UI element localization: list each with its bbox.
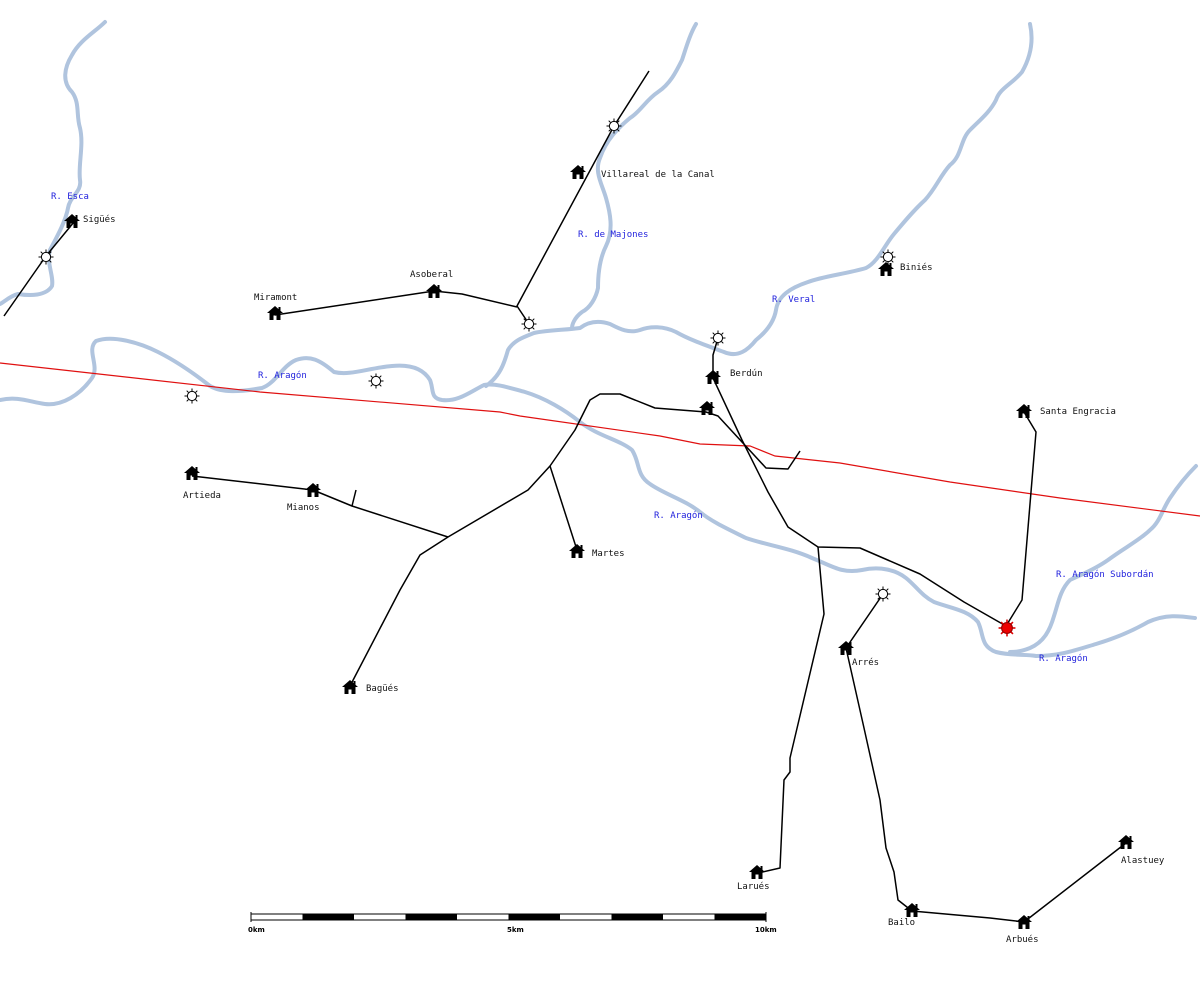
place-label-larues[interactable]: Larués [737, 881, 770, 892]
road-santa-engracia [1005, 411, 1037, 627]
place-label-artieda[interactable]: Artieda [183, 491, 221, 501]
place-label-sigues[interactable]: Sigüés [83, 214, 116, 225]
rivers-layer [0, 20, 1198, 658]
river-label-veral: R. Veral [772, 295, 815, 305]
sun-icon[interactable] [38, 249, 54, 265]
road-bailo-arbues-alastuey [911, 842, 1127, 923]
place-label-mianos[interactable]: Mianos [287, 503, 320, 513]
road-sigues [3, 221, 75, 317]
house-icon[interactable] [569, 544, 585, 558]
road-martes [549, 465, 578, 551]
railway-layer [0, 362, 1200, 517]
sun-icon[interactable] [606, 118, 622, 134]
place-label-santa-engracia[interactable]: Santa Engracia [1040, 407, 1116, 417]
place-label-martes[interactable]: Martes [592, 549, 625, 559]
sun-icon[interactable] [875, 586, 891, 602]
river-majones [570, 22, 698, 330]
river-esca [0, 20, 107, 306]
road-miramont-asoberal [274, 290, 518, 316]
place-label-bagues[interactable]: Bagüés [366, 683, 399, 694]
house-icon[interactable] [184, 466, 200, 480]
road-arres [845, 593, 913, 912]
road-artieda-mianos [191, 475, 449, 538]
place-label-villareal[interactable]: Villareal de la Canal [601, 170, 715, 180]
scale-label-0km: 0km [248, 926, 265, 934]
place-labels: Sigüés Villareal de la Canal Asoberal Mi… [83, 170, 1165, 945]
road-main-loop [349, 393, 801, 687]
river-label-aragon: R. Aragón [654, 510, 703, 521]
river-aragon-subordan [1008, 464, 1198, 654]
river-aragon-main [0, 336, 1197, 658]
sun-icon[interactable] [368, 373, 384, 389]
poi-layer [38, 118, 1016, 637]
river-label-aragon: R. Aragón [1039, 653, 1088, 664]
house-icon[interactable] [749, 865, 765, 879]
road-berdun-south [712, 377, 1007, 627]
sun-icon[interactable] [880, 249, 896, 265]
river-label-majones: R. de Majones [578, 230, 648, 240]
railway-line [0, 362, 1200, 517]
house-icon[interactable] [838, 641, 854, 655]
place-label-asoberal[interactable]: Asoberal [410, 270, 453, 280]
house-icon[interactable] [570, 165, 586, 179]
road-larues [757, 546, 825, 874]
sun-icon[interactable] [710, 330, 726, 346]
place-label-arres[interactable]: Arrés [852, 657, 879, 668]
place-label-miramont[interactable]: Miramont [254, 293, 297, 303]
house-icon[interactable] [878, 262, 894, 276]
scale-bar: 0km 5km 10km [248, 912, 777, 934]
roads-layer [3, 70, 1127, 923]
house-icon[interactable] [426, 284, 442, 298]
scale-label-10km: 10km [755, 926, 777, 934]
river-veral [484, 22, 1034, 388]
place-label-berdun[interactable]: Berdún [730, 369, 763, 379]
road-villareal [516, 70, 650, 325]
place-label-alastuey[interactable]: Alastuey [1121, 856, 1165, 866]
place-label-binies[interactable]: Biniés [900, 262, 933, 273]
house-icon[interactable] [904, 903, 920, 917]
house-icon[interactable] [705, 370, 721, 384]
place-label-arbues[interactable]: Arbués [1006, 934, 1039, 945]
house-icon[interactable] [305, 483, 321, 497]
sun-icon[interactable] [184, 388, 200, 404]
place-label-bailo[interactable]: Bailo [888, 918, 915, 928]
river-labels: R. Esca R. de Majones R. Veral R. Aragón… [51, 192, 1154, 664]
scale-label-5km: 5km [507, 926, 524, 934]
sun-icon[interactable] [521, 316, 537, 332]
river-label-aragon-subordan: R. Aragón Subordán [1056, 569, 1154, 580]
river-label-aragon: R. Aragón [258, 370, 307, 381]
house-icon[interactable] [342, 680, 358, 694]
house-icon[interactable] [1016, 404, 1032, 418]
red-sun-icon[interactable] [998, 619, 1016, 637]
house-icon[interactable] [267, 306, 283, 320]
road-mianos-spur [351, 489, 357, 507]
river-label-esca: R. Esca [51, 192, 89, 202]
